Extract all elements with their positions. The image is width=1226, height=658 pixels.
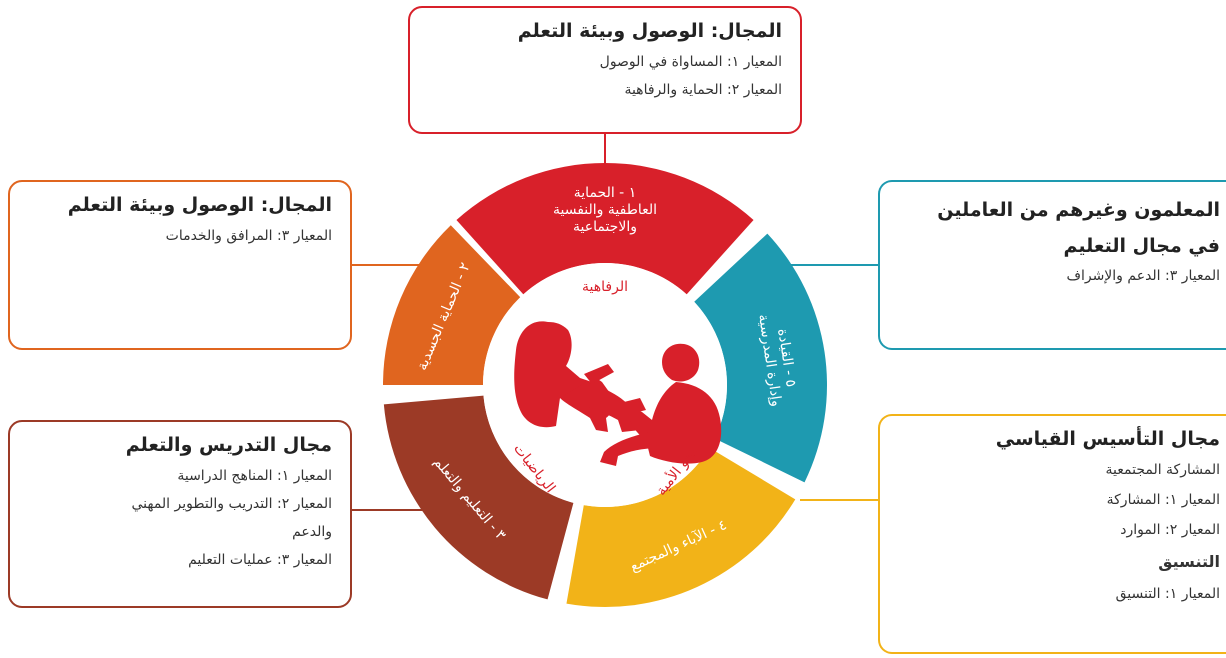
wheel-segment-2 [694,233,827,483]
standard-line: المعيار ٣: الدعم والإشراف [1066,268,1220,285]
girl-legs [560,382,640,432]
wheel-segment-3 [566,447,796,607]
subheading-coordination: التنسيق [1158,552,1220,572]
boy-head [662,343,700,382]
standard-line: المعيار ٢: الحماية والرفاهية [624,81,782,98]
standard-line: المعيار ١: المساواة في الوصول [599,53,782,70]
standard-line: المشاركة المجتمعية [1105,461,1220,478]
standard-line: المعيار ٣: عمليات التعليم [188,552,332,569]
domain-title: المجال: الوصول وبيئة التعلم [517,20,782,42]
children-reading-illustration [514,321,722,466]
domain-box-access-left: المجال: الوصول وبيئة التعلم المعيار ٣: ا… [8,180,352,350]
standard-line: المعيار ٢: التدريب والتطوير المهني [131,495,332,512]
domain-box-foundational: مجال التأسيس القياسي المشاركة المجتمعية … [878,414,1226,654]
standard-line: المعيار ٣: المرافق والخدمات [165,227,332,244]
boy-legs [600,432,660,466]
wheel-segment-1 [456,162,754,295]
domain-box-teaching-learning: مجال التدريس والتعلم المعيار ١: المناهج … [8,420,352,608]
standard-line: المعيار ١: التنسيق [1115,585,1220,602]
domain-box-teachers: المعلمون وغيرهم من العاملين في مجال التع… [878,180,1226,350]
wheel-segment-4 [383,395,574,600]
standard-line: المعيار ١: المناهج الدراسية [177,467,332,484]
girl-book [584,364,614,384]
inner-label-wellbeing: الرفاهية [582,279,628,295]
domain-title-line-1: المعلمون وغيرهم من العاملين [937,199,1220,221]
domain-title: مجال التأسيس القياسي [995,428,1220,450]
boy-book [616,398,646,416]
domain-title: مجال التدريس والتعلم [125,434,332,456]
domain-title: المجال: الوصول وبيئة التعلم [67,194,332,216]
wheel-segment-5 [383,225,521,385]
standard-line: والدعم [292,524,332,541]
domain-title: المعلمون وغيرهم من العاملين في مجال التع… [898,192,1220,264]
standard-line: المعيار ٢: الموارد [1120,522,1220,539]
standard-line: المعيار ١: المشاركة [1106,491,1220,508]
domain-title-line-2: في مجال التعليم [1063,235,1220,258]
domain-box-access-top: المجال: الوصول وبيئة التعلم المعيار ١: ا… [408,6,802,134]
